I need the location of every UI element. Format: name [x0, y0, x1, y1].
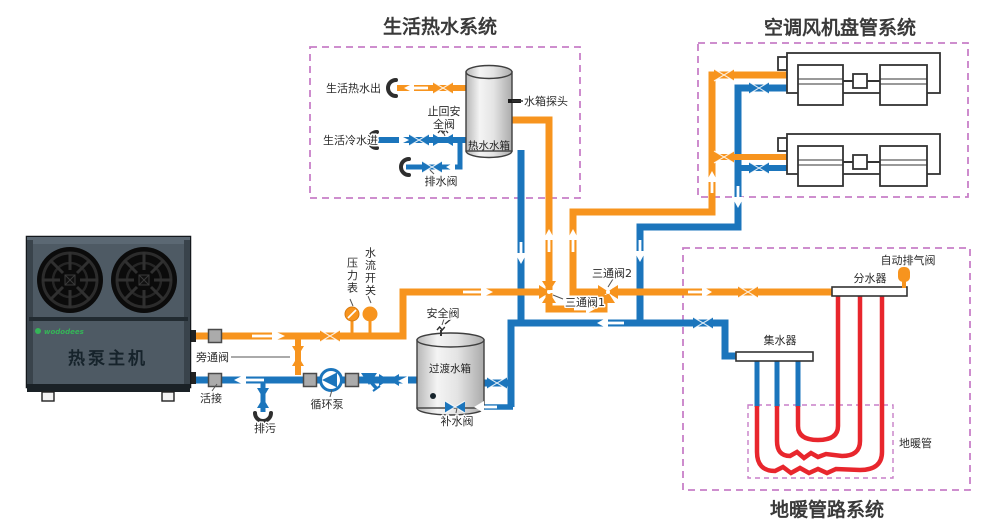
label-three-way-2: 三通阀2	[592, 266, 632, 280]
return-stub	[189, 372, 196, 384]
label-check-safety-2: 全阀	[433, 117, 455, 131]
fancoil-system-title: 空调风机盘管系统	[764, 16, 916, 39]
blue-valves	[257, 81, 770, 414]
safety-valve-icon	[436, 318, 452, 336]
union-icon	[207, 328, 223, 344]
flow-arrows	[234, 83, 744, 413]
floor-coil-piping	[754, 296, 885, 476]
fan-coil-unit-2	[777, 133, 941, 187]
union-icon	[344, 372, 360, 388]
label-blowdown: 排污	[254, 421, 276, 435]
pipe-break-icon	[253, 411, 273, 423]
pipe-break-icon	[367, 130, 379, 150]
circulation-pump-icon	[319, 368, 343, 392]
distributor-bar	[831, 286, 908, 297]
pressure-gauge-icon	[344, 306, 360, 322]
tank-port	[430, 393, 436, 399]
fan-icon	[35, 245, 105, 315]
check-safety-spring-icon	[437, 128, 449, 135]
valve-icon	[257, 82, 769, 413]
auto-vent-icon	[898, 267, 910, 282]
flow-switch-icon	[362, 306, 378, 322]
brand-leaf-icon	[35, 328, 41, 334]
unit-foot	[41, 391, 55, 402]
supply-stub	[189, 330, 196, 342]
fan-icon	[109, 245, 179, 315]
buffer-tank	[416, 318, 485, 416]
pipe-break-icon	[386, 78, 398, 98]
label-tank-probe: 水箱探头	[524, 94, 568, 108]
collector-bar	[735, 351, 814, 362]
unit-foot	[161, 391, 175, 402]
pipe-break-icon	[399, 157, 411, 177]
label-bypass-valve: 旁通阀	[196, 350, 229, 364]
fan-coil-unit-1	[777, 52, 941, 106]
label-buffer-tank: 过渡水箱	[429, 362, 471, 375]
floor-system-boundary	[682, 247, 971, 491]
floor-system-title: 地暖管路系统	[770, 498, 884, 521]
floor-loop-middle	[774, 296, 863, 461]
label-makeup-valve: 补水阀	[441, 414, 474, 428]
label-dhw-out: 生活热水出	[326, 81, 381, 95]
floor-loop-outer	[754, 296, 885, 476]
floor-loop-inner	[795, 296, 841, 443]
floor-coil-boundary	[747, 404, 894, 479]
orange-valves	[292, 68, 759, 366]
label-dhw-tank: 热水水箱	[468, 139, 510, 152]
label-safety-valve: 安全阀	[427, 306, 460, 320]
label-check-safety-1: 止回安	[428, 104, 461, 118]
label-collector: 集水器	[764, 333, 797, 347]
label-three-way-1: 三通阀1	[565, 295, 605, 309]
label-drain-valve: 排水阀	[425, 174, 458, 188]
label-circulation-pump: 循环泵	[311, 398, 344, 411]
unions	[207, 328, 360, 388]
fancoil-system-boundary	[697, 42, 969, 198]
brand-logo: wododees	[44, 328, 84, 336]
auto-vent-stem	[902, 280, 906, 288]
union-icon	[207, 372, 223, 388]
heat-pump-unit: wododees 热泵主机	[25, 235, 196, 402]
heat-pump-label: 热泵主机	[68, 348, 148, 369]
label-floor-pipe: 地暖管	[899, 436, 932, 450]
strainer-icon	[361, 373, 381, 392]
label-dhw-in: 生活冷水进	[323, 133, 378, 147]
pipe-return-trunk	[507, 319, 736, 407]
label-distributor: 分水器	[854, 272, 887, 285]
dhw-system-title: 生活热水系统	[383, 15, 497, 38]
dhw-system-boundary	[309, 46, 581, 199]
union-icon	[302, 372, 318, 388]
label-auto-vent: 自动排气阀	[881, 253, 936, 267]
label-pressure-gauge: 压力表	[346, 257, 359, 295]
label-flow-switch: 水流开关	[364, 247, 377, 297]
valve-icon	[292, 69, 758, 366]
manifolds	[735, 267, 910, 362]
three-way-valve-1	[539, 281, 556, 303]
pipe-fancoil-supply	[569, 71, 787, 296]
collector-drops	[754, 360, 801, 407]
three-way-valve-2	[598, 285, 618, 303]
dhw-tank	[465, 64, 521, 159]
pointer-lines	[211, 100, 614, 414]
label-union: 活接	[200, 392, 222, 405]
